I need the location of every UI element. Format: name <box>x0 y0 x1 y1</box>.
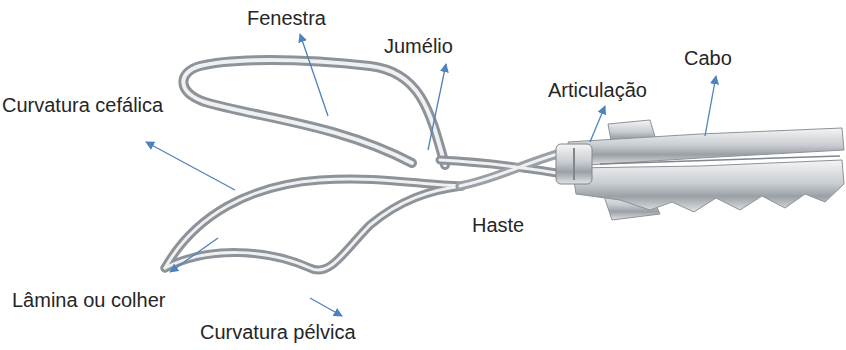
articulation-lock <box>556 144 592 184</box>
leader-line <box>170 238 218 272</box>
part-label: Lâmina ou colher <box>12 288 165 312</box>
lower-shank <box>460 150 572 186</box>
lock-groove <box>573 148 575 180</box>
leader-line <box>705 76 716 136</box>
part-label: Articulação <box>548 78 647 102</box>
part-label: Jumélio <box>384 34 453 58</box>
part-label: Haste <box>472 213 524 237</box>
handle-seam <box>600 156 840 164</box>
part-label: Cabo <box>684 46 732 70</box>
part-label: Curvatura pélvica <box>200 320 356 344</box>
shank-highlight <box>440 160 575 176</box>
part-label: Curvatura cefálica <box>2 93 163 117</box>
leader-line <box>310 298 342 316</box>
leader-line <box>146 142 235 190</box>
leader-line <box>428 64 446 150</box>
shank-highlight <box>460 150 572 186</box>
lower-blade-rail <box>165 186 462 270</box>
leader-line <box>300 34 328 116</box>
leader-line <box>590 106 605 142</box>
leader-lines <box>146 34 716 316</box>
forceps <box>165 60 575 270</box>
part-label: Fenestra <box>247 6 326 30</box>
lower-blade-highlight <box>165 186 462 270</box>
lower-handle <box>572 160 844 212</box>
